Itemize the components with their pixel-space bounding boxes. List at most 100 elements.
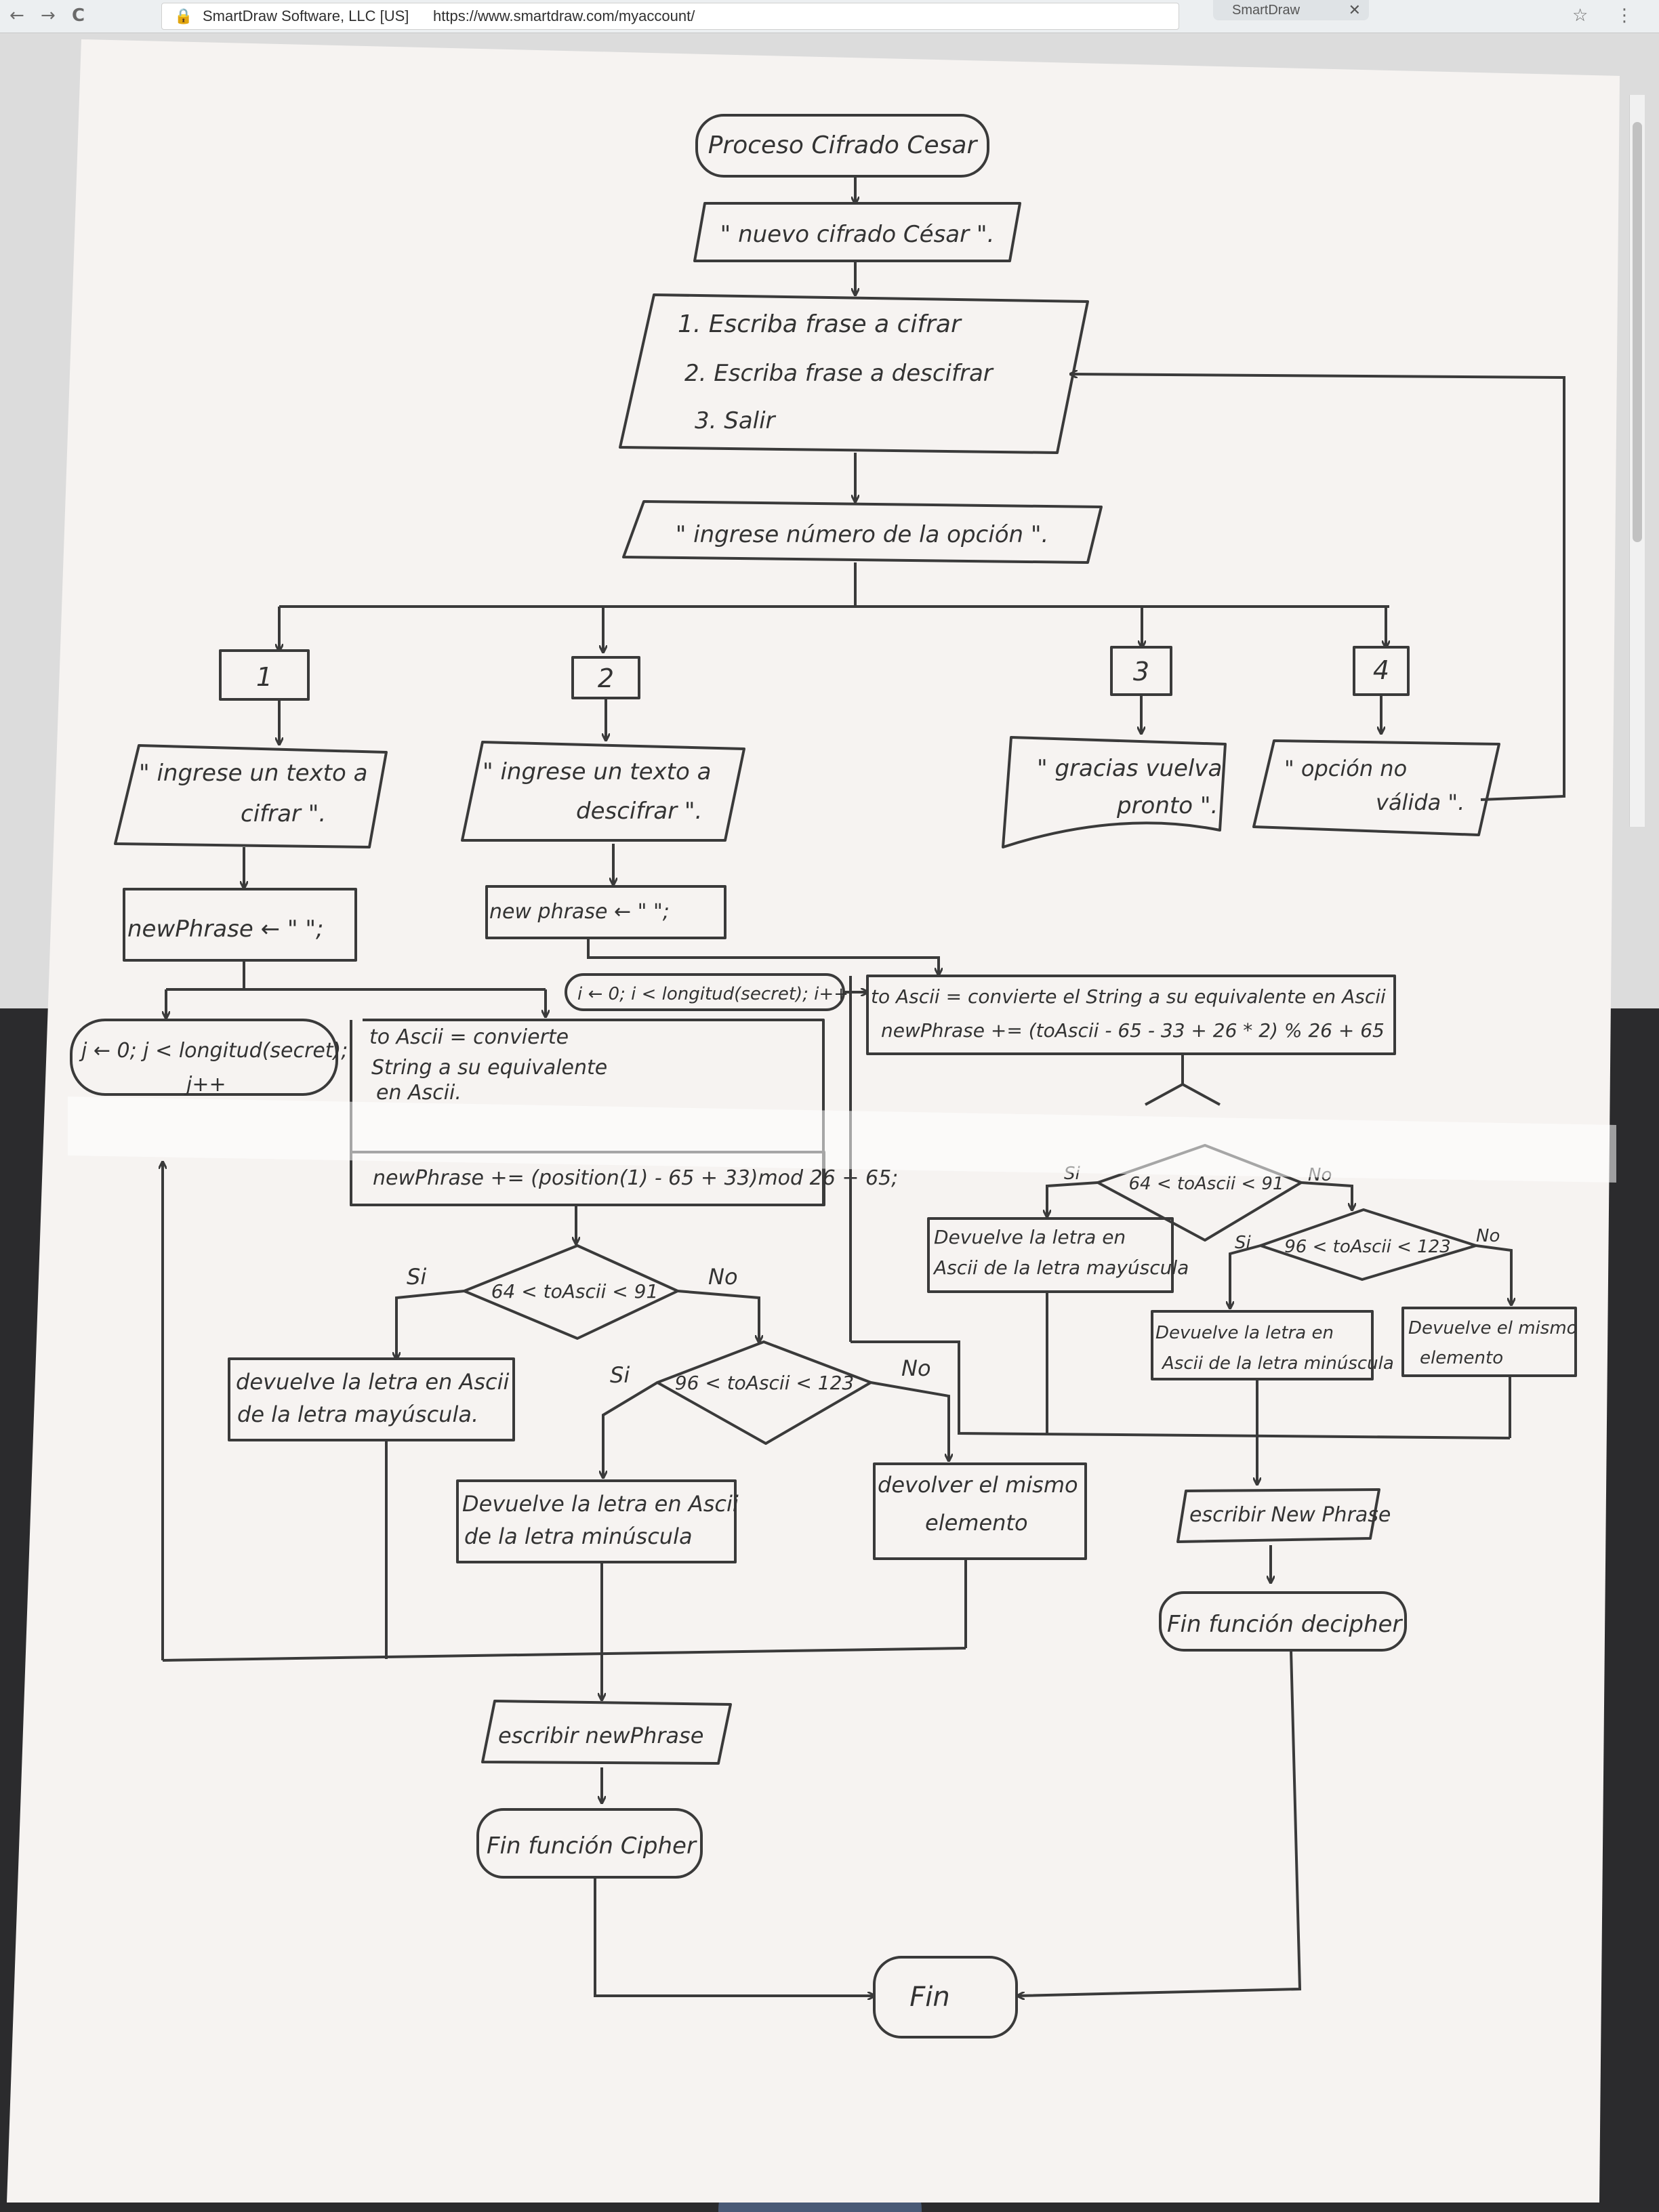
arrow bbox=[603, 1381, 659, 1477]
tab-smartdraw[interactable]: SmartDraw ✕ bbox=[1213, 0, 1369, 20]
case-2-write-label: escribir New Phrase bbox=[1189, 1503, 1391, 1527]
arrow bbox=[677, 1290, 759, 1342]
title-output-label: " nuevo cifrado César ". bbox=[720, 221, 995, 248]
case-1-process-line-1: to Ascii = convierte bbox=[369, 1025, 569, 1049]
forward-icon[interactable]: → bbox=[41, 5, 56, 26]
case-4-label: 4 bbox=[1373, 655, 1389, 685]
menu-icon[interactable]: ⋮ bbox=[1616, 5, 1633, 26]
case-2-process-line-2: newPhrase += (toAscii - 65 - 33 + 26 * 2… bbox=[881, 1019, 1385, 1042]
case-1-lower-line-1: Devuelve la letra en Ascii bbox=[462, 1491, 739, 1517]
case-2-end-box bbox=[1159, 1591, 1407, 1652]
scrollbar-thumb[interactable] bbox=[1633, 122, 1642, 542]
case-1-init-box bbox=[123, 888, 357, 962]
arrow bbox=[870, 1381, 949, 1460]
case-2-write-box bbox=[1176, 1488, 1380, 1543]
case-2-end-label: Fin función decipher bbox=[1167, 1611, 1403, 1638]
menu-line-1: 1. Escriba frase a cifrar bbox=[678, 310, 962, 338]
case-1-same-line-2: elemento bbox=[925, 1510, 1028, 1536]
case-1-prompt-line-1: " ingrese un texto a bbox=[139, 760, 367, 787]
arrow bbox=[1047, 1181, 1099, 1216]
case-1-decision-1-label: 64 < toAscii < 91 bbox=[491, 1280, 659, 1303]
case-1-upper-line-1: devuelve la letra en Ascii bbox=[236, 1369, 510, 1395]
case-1-loop-box bbox=[70, 1019, 338, 1096]
case-1-write-label: escribir newPhrase bbox=[498, 1723, 703, 1748]
case-3-line-1: " gracias vuelva bbox=[1037, 755, 1222, 782]
return-to-menu-line bbox=[1071, 374, 1565, 801]
case-1-decision-2 bbox=[656, 1340, 872, 1445]
tape-strip bbox=[68, 1097, 1616, 1183]
case-2-same-line-1: Devuelve el mismo bbox=[1408, 1318, 1578, 1338]
case-1-yes-label: Si bbox=[407, 1264, 426, 1290]
arrow bbox=[1300, 1181, 1352, 1210]
case-1-same-line-1: devolver el mismo bbox=[878, 1472, 1078, 1498]
case-1-decision-2-label: 96 < toAscii < 123 bbox=[675, 1372, 854, 1394]
finish-label: Fin bbox=[909, 1982, 949, 2013]
arrow bbox=[594, 1877, 874, 1996]
arrow bbox=[1230, 1244, 1261, 1308]
case-1-prompt-box bbox=[114, 744, 388, 848]
case-2-upper-line-2: Ascii de la letra mayúscula bbox=[933, 1256, 1189, 1279]
menu-output-box bbox=[619, 293, 1089, 454]
merge-line bbox=[162, 1647, 966, 1662]
menu-line-3: 3. Salir bbox=[695, 407, 777, 434]
merge-line bbox=[851, 1340, 1511, 1439]
start-terminator bbox=[695, 114, 989, 178]
close-icon[interactable]: ✕ bbox=[1348, 1, 1361, 18]
case-1-decision-1 bbox=[463, 1244, 679, 1340]
case-1-loop-line-2: j++ bbox=[184, 1073, 226, 1097]
case-2-prompt-box bbox=[461, 741, 745, 842]
case-2-upper-line-1: Devuelve la letra en bbox=[934, 1226, 1126, 1248]
case-2-process-line-1: to Ascii = convierte el String a su equi… bbox=[871, 985, 1386, 1008]
address-bar[interactable]: 🔒 SmartDraw Software, LLC [US] https://w… bbox=[161, 3, 1179, 30]
site-identity: SmartDraw Software, LLC [US] bbox=[203, 7, 409, 24]
lock-icon: 🔒 bbox=[174, 7, 193, 24]
case-2-init-label: new phrase ← " "; bbox=[489, 900, 670, 924]
arrow bbox=[1475, 1244, 1511, 1305]
reload-icon[interactable]: C bbox=[72, 5, 85, 26]
case-2-prompt-line-2: descifrar ". bbox=[576, 798, 702, 825]
menu-line-2: 2. Escriba frase a descifrar bbox=[684, 360, 994, 387]
url-text: https://www.smartdraw.com/myaccount/ bbox=[433, 7, 695, 24]
arrow bbox=[587, 938, 939, 975]
case-2-lower-line-1: Devuelve la letra en bbox=[1155, 1323, 1334, 1343]
case-1-lower-result-box bbox=[456, 1479, 737, 1563]
case-1-init-label: newPhrase ← " "; bbox=[127, 916, 323, 943]
case-1-loop-line-1: j ← 0; j < longitud(secret); bbox=[79, 1039, 348, 1063]
case-1-write-box bbox=[481, 1700, 732, 1765]
case-1-label: 1 bbox=[256, 662, 272, 692]
case-2-lower-result-box bbox=[1151, 1310, 1374, 1380]
tab-label: SmartDraw bbox=[1232, 3, 1300, 18]
case-1-no-label: No bbox=[708, 1264, 738, 1290]
case-3-document-box bbox=[1002, 736, 1227, 848]
case-4-output-box bbox=[1252, 739, 1500, 836]
case-2-decision-1-label: 64 < toAscii < 91 bbox=[1129, 1174, 1284, 1194]
case-1-end-box bbox=[476, 1808, 703, 1879]
case-2-prompt-line-1: " ingrese un texto a bbox=[483, 758, 711, 785]
case-2-label: 2 bbox=[598, 663, 614, 693]
case-1-upper-result-box bbox=[228, 1357, 515, 1441]
case-3-label: 3 bbox=[1133, 657, 1149, 687]
case-2-loop-label: i ← 0; i < longitud(secret); i++ bbox=[577, 984, 848, 1004]
browser-toolbar: ← → C 🔒 SmartDraw Software, LLC [US] htt… bbox=[0, 0, 1659, 33]
page-scrollbar[interactable] bbox=[1629, 95, 1645, 827]
arrow bbox=[1018, 1650, 1302, 1996]
case-1-box bbox=[219, 649, 310, 701]
case-2-decision-2-label: 96 < toAscii < 123 bbox=[1284, 1237, 1451, 1257]
case-1-process-line-2: String a su equivalente bbox=[371, 1056, 607, 1080]
case-1-lower-line-2: de la letra minúscula bbox=[464, 1523, 693, 1549]
case-1-same-result-box bbox=[873, 1462, 1087, 1560]
option-prompt-label: " ingrese número de la opción ". bbox=[676, 521, 1049, 548]
case-1-upper-line-2: de la letra mayúscula. bbox=[237, 1401, 478, 1427]
back-icon[interactable]: ← bbox=[9, 5, 24, 26]
title-output-box bbox=[693, 202, 1021, 262]
star-icon[interactable]: ☆ bbox=[1572, 5, 1589, 26]
case-2-same-result-box bbox=[1401, 1307, 1577, 1377]
start-label: Proceso Cifrado Cesar bbox=[708, 131, 979, 159]
case-1-no-2-label: No bbox=[901, 1355, 931, 1381]
case-4-line-2: válida ". bbox=[1376, 790, 1465, 815]
connector-line bbox=[1145, 1082, 1221, 1106]
case-2-same-line-2: elemento bbox=[1420, 1348, 1503, 1368]
case-1-end-label: Fin función Cipher bbox=[487, 1832, 697, 1860]
case-2-decision-2 bbox=[1259, 1208, 1477, 1281]
